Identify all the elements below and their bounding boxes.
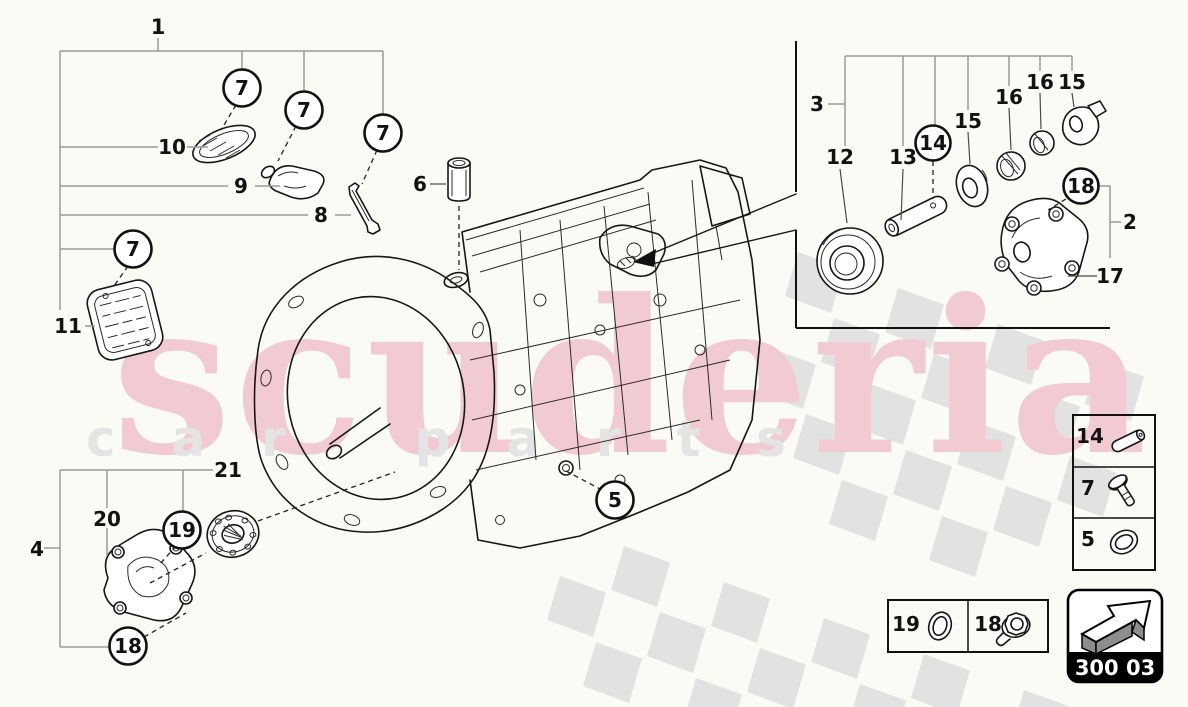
leader-15a <box>967 131 971 165</box>
leader-7a-dashed <box>220 104 237 131</box>
callout-7b-label[interactable]: 7 <box>297 98 311 122</box>
legend-side-row-7[interactable]: 7 <box>1081 472 1140 510</box>
callout-7d-label[interactable]: 7 <box>126 237 140 261</box>
badge-code-text: 300 03 <box>1075 656 1155 680</box>
legend-14-label[interactable]: 14 <box>1076 424 1104 448</box>
legend-18-label[interactable]: 18 <box>974 612 1002 636</box>
leader-7b-dashed <box>277 125 297 162</box>
callout-1-label[interactable]: 1 <box>151 15 166 39</box>
callout-circle-7c[interactable] <box>363 113 403 153</box>
legend-7-label[interactable]: 7 <box>1081 476 1095 500</box>
callout-12-label[interactable]: 12 <box>826 145 854 169</box>
callout-circle-18-box[interactable] <box>1062 167 1100 205</box>
callout-18-bottom-label[interactable]: 18 <box>114 634 142 658</box>
leader-16a <box>1008 107 1012 151</box>
leader-18-dashed <box>143 612 187 638</box>
part-15-washer <box>955 164 989 208</box>
part-15-lock-washer <box>1061 100 1107 146</box>
callout-circle-19[interactable] <box>162 510 202 550</box>
leader-7c-dashed <box>361 149 378 185</box>
part-9-lever <box>260 164 325 200</box>
badge-code-bar <box>1068 652 1162 682</box>
part-6-bushing <box>447 157 471 202</box>
part-12-bearing <box>816 227 884 295</box>
part-16-sleeve-b <box>1029 130 1055 156</box>
callout-10-label[interactable]: 10 <box>158 135 186 159</box>
hex-bolt-icon <box>995 612 1031 647</box>
callout-7c-label[interactable]: 7 <box>376 121 390 145</box>
leader-7d-dashed <box>113 265 129 287</box>
group-4-bracket <box>44 469 213 648</box>
callout-16a-label[interactable]: 16 <box>995 85 1023 109</box>
callout-19-label[interactable]: 19 <box>168 518 196 542</box>
part-17-cover <box>994 197 1089 296</box>
callout-13-label[interactable]: 13 <box>889 145 917 169</box>
group-1-bracket <box>59 38 384 327</box>
legend-bottom-cell-18[interactable]: 18 <box>974 612 1032 647</box>
part-11-grille <box>86 279 164 361</box>
callout-circle-7b[interactable] <box>284 90 324 130</box>
section-badge[interactable]: 300 03 <box>1066 588 1164 684</box>
callout-circle-7d[interactable] <box>113 229 153 269</box>
callout-16b-label[interactable]: 16 <box>1026 70 1054 94</box>
pointer-arrowhead-icon <box>633 249 656 267</box>
callout-9-label[interactable]: 9 <box>234 174 248 198</box>
leader-5-dashed <box>565 470 603 491</box>
callout-circle-7a[interactable] <box>222 68 262 108</box>
callout-17-label[interactable]: 17 <box>1096 264 1124 288</box>
callout-20-label[interactable]: 20 <box>93 507 121 531</box>
part-8-rod <box>348 182 381 235</box>
inset-box-frame <box>633 41 1110 329</box>
leader-21-dashed-a <box>149 552 207 584</box>
part-13-pin <box>884 195 948 237</box>
leader-15b <box>1071 92 1075 108</box>
callout-6-label[interactable]: 6 <box>413 172 427 196</box>
callout-15b-label[interactable]: 15 <box>1058 70 1086 94</box>
callout-circle-18-bottom[interactable] <box>108 626 148 666</box>
bolt-icon <box>1107 474 1136 507</box>
group-2-bracket <box>1047 185 1121 277</box>
callout-15a-label[interactable]: 15 <box>954 109 982 133</box>
callout-2-label[interactable]: 2 <box>1123 210 1137 234</box>
legend-side-row-14[interactable]: 14 <box>1076 424 1146 453</box>
part-21-splined-ring <box>206 509 260 559</box>
callout-7a-label[interactable]: 7 <box>235 76 249 100</box>
legend-19-label[interactable]: 19 <box>892 612 920 636</box>
legend-bottom-cell-19[interactable]: 19 <box>892 609 955 642</box>
legend-bottom-box <box>887 599 1049 653</box>
direction-arrow-icon <box>1079 599 1152 656</box>
leader-21-dashed-b <box>257 471 396 522</box>
legend-side-box <box>1072 414 1156 571</box>
group-3-bracket <box>828 55 1073 146</box>
callout-11-label[interactable]: 11 <box>54 314 82 338</box>
leader-19-dashed <box>159 545 177 565</box>
leader-13 <box>900 168 904 221</box>
gearbox-housing-drawing <box>253 159 761 549</box>
part-10-grille <box>192 124 256 164</box>
leader-12 <box>839 168 848 224</box>
pin-icon <box>1111 429 1146 453</box>
legend-side-row-5[interactable]: 5 <box>1081 526 1141 559</box>
o-ring-icon <box>1109 529 1139 555</box>
filler-hole <box>443 271 469 289</box>
callout-5-label[interactable]: 5 <box>608 488 622 512</box>
part-16-sleeve-a <box>996 151 1026 181</box>
leader-16b <box>1039 92 1042 130</box>
callout-circle-14[interactable] <box>914 124 952 162</box>
watermark-subtext: car parts <box>86 410 786 468</box>
callout-4-label[interactable]: 4 <box>30 537 44 561</box>
callout-21-label[interactable]: 21 <box>214 458 242 482</box>
callout-18-box-label[interactable]: 18 <box>1067 174 1095 198</box>
callout-8-label[interactable]: 8 <box>314 203 328 227</box>
legend-5-label[interactable]: 5 <box>1081 527 1095 551</box>
callout-14-label[interactable]: 14 <box>919 131 947 155</box>
drain-plug-location <box>558 460 574 476</box>
callout-circle-5[interactable] <box>595 480 635 520</box>
callout-3-label[interactable]: 3 <box>810 92 824 116</box>
o-ring-icon <box>927 611 953 641</box>
